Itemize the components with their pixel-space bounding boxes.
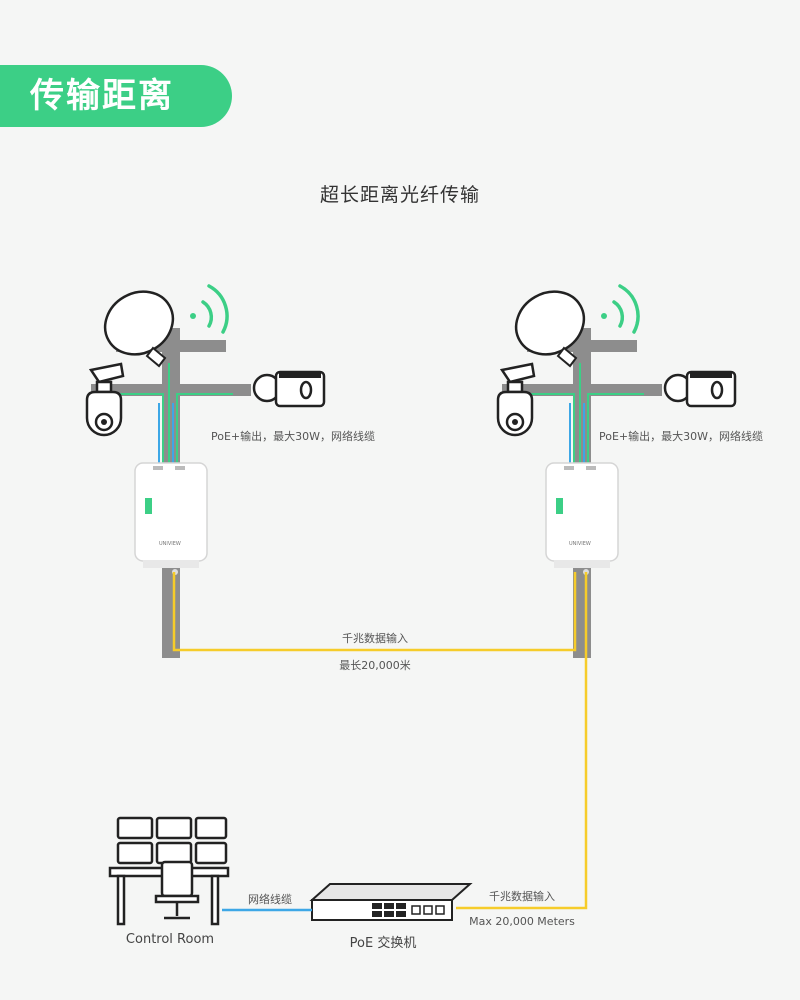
pole-right [496, 277, 737, 660]
fiber-link-switch [456, 572, 588, 910]
pole-left-device-brand: UNIVIEW [159, 541, 181, 547]
fiber-link-poles [172, 572, 577, 652]
control-room-label: Control Room [125, 932, 215, 947]
poles-link-label-top: 千兆数据输入 [342, 632, 408, 645]
poles-link-label-bottom: 最长20,000米 [339, 659, 411, 672]
switch-link-label-top: 千兆数据输入 [489, 890, 555, 903]
diagram-subtitle: 超长距离光纤传输 [319, 184, 480, 206]
pole-right-output-label: PoE+输出，最大30W，网络线缆 [599, 430, 764, 443]
poe-switch-device [309, 883, 473, 921]
pole-right-device-brand: UNIVIEW [569, 541, 591, 547]
section-title: 传输距离 [30, 76, 174, 116]
poe-switch-label: PoE 交换机 [349, 936, 417, 951]
section-header: 传输距离 [0, 65, 232, 127]
pole-left [85, 277, 326, 660]
switch-link-label-bottom: Max 20,000 Meters [469, 915, 575, 928]
control-room-icon [108, 816, 230, 926]
pole-left-output-label: PoE+输出，最大30W，网络线缆 [211, 430, 376, 443]
ethernet-cable-label: 网络线缆 [248, 893, 292, 906]
